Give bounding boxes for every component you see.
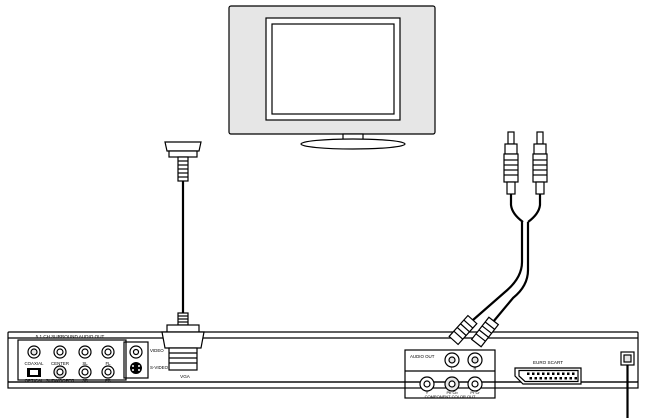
scart-pin xyxy=(539,377,542,380)
audio-l-label: L xyxy=(451,366,454,371)
audio-out-label: AUDIO OUT xyxy=(410,354,435,359)
scart-pin xyxy=(542,372,545,375)
fl-label: FL xyxy=(105,361,111,366)
coaxial-jack xyxy=(27,345,41,359)
subwoofer-label: SUBWOOFER xyxy=(46,378,75,383)
scart-pin xyxy=(549,377,552,380)
scart-pin xyxy=(559,377,562,380)
optical-label: OPTICAL xyxy=(25,378,44,383)
scart-pin xyxy=(534,377,537,380)
sl-label: SL xyxy=(82,361,88,366)
audio-r-jack xyxy=(467,352,483,368)
rca-plug-icon xyxy=(532,131,548,195)
scart-pins xyxy=(527,372,577,380)
fr-label: FR xyxy=(105,378,111,383)
component-y-jack xyxy=(419,376,435,392)
scart-pin xyxy=(562,372,565,375)
scart-pin xyxy=(554,377,557,380)
svideo-jack xyxy=(130,362,142,374)
optical-jack xyxy=(27,368,41,377)
fl-jack xyxy=(101,345,115,359)
rca-plug-icon xyxy=(448,314,478,346)
scart-pin xyxy=(537,372,540,375)
rca-audio-cable xyxy=(448,131,548,348)
euro-scart-port: EURO SCART xyxy=(514,360,582,385)
scart-pin xyxy=(557,372,560,375)
center-label: CENTER xyxy=(51,361,69,366)
surround-audio-block: 5.1 CH SURROUND AUDIO OUT COAXIAL CENTER… xyxy=(17,334,127,383)
sr-label: SR xyxy=(82,378,88,383)
television-icon xyxy=(228,5,436,150)
component-pb-jack xyxy=(444,376,460,392)
sr-jack xyxy=(78,365,92,379)
center-jack xyxy=(53,345,67,359)
component-out-label: COMPONENT COLOR OUT xyxy=(425,394,476,399)
scart-pin xyxy=(567,372,570,375)
fr-jack xyxy=(101,365,115,379)
power-socket-icon xyxy=(620,351,635,418)
scart-pin xyxy=(564,377,567,380)
vga-cable xyxy=(161,141,205,371)
component-pr-label: Pr Cr xyxy=(470,390,480,395)
component-pb-label: Pb Cb xyxy=(446,390,458,395)
scart-pin xyxy=(547,372,550,375)
scart-pin xyxy=(532,372,535,375)
component-y-label: Y xyxy=(426,390,429,395)
rca-plug-icon xyxy=(503,131,519,195)
subwoofer-jack xyxy=(53,365,67,379)
scart-pin xyxy=(544,377,547,380)
vga-plug-icon xyxy=(164,141,202,182)
audio-component-block: AUDIO OUT L R Y Pb Cb Pr Cr COMPONENT CO… xyxy=(404,349,496,399)
coaxial-label: COAXIAL xyxy=(24,361,44,366)
sl-jack xyxy=(78,345,92,359)
euro-scart-label: EURO SCART xyxy=(533,360,563,365)
vga-port: VGA xyxy=(180,374,191,379)
vga-plug-icon xyxy=(161,312,205,371)
video-block: VIDEO S-VIDEO xyxy=(123,341,169,379)
scart-pin xyxy=(529,377,532,380)
scart-pin xyxy=(572,372,575,375)
vga-label: VGA xyxy=(180,374,191,379)
audio-l-jack xyxy=(444,352,460,368)
video-jack xyxy=(129,345,143,359)
rca-plug-icon xyxy=(470,316,500,348)
component-pr-jack xyxy=(467,376,483,392)
scart-pin xyxy=(569,377,572,380)
audio-r-label: R xyxy=(474,366,477,371)
surround-header-label: 5.1 CH SURROUND AUDIO OUT xyxy=(36,334,105,339)
svideo-label: S-VIDEO xyxy=(150,365,169,370)
scart-pin xyxy=(552,372,555,375)
scart-pin xyxy=(527,372,530,375)
scart-pin xyxy=(574,377,577,380)
video-label: VIDEO xyxy=(150,348,164,353)
